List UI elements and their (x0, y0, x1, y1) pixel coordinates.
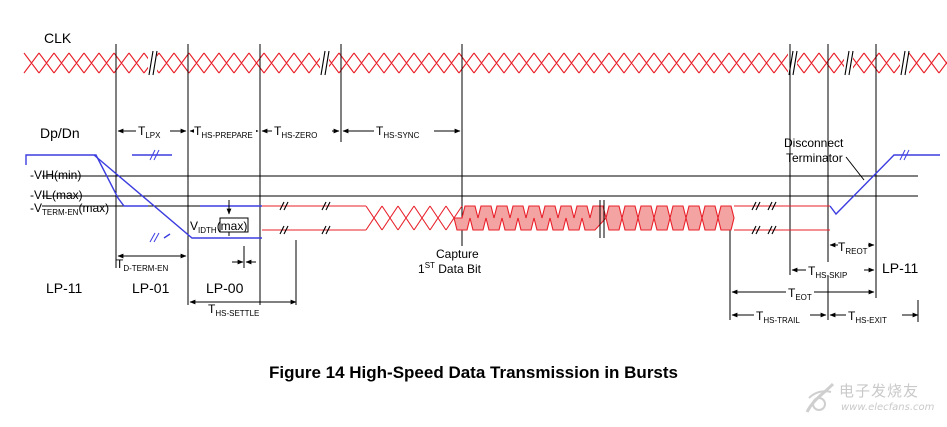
hs-data-burst-left (453, 205, 607, 231)
hs-break-mark (279, 201, 285, 211)
clk-break-mark (900, 50, 906, 76)
vidth-label: VIDTH(max) (190, 219, 247, 235)
tlpx-label: TLPX (138, 124, 161, 140)
clk-break-mark (324, 50, 330, 76)
clk-label: CLK (44, 30, 72, 46)
clk-crossings (23, 52, 947, 74)
hs-data-burst-right (605, 205, 735, 231)
hs-break-mark (279, 225, 285, 235)
hs-break-mark (755, 201, 761, 211)
teot-label: TEOT (788, 286, 812, 302)
hs-break-mark (321, 201, 327, 211)
terminator-label: Terminator (786, 151, 843, 165)
hs-break-mark (751, 225, 757, 235)
clk-break-gap (788, 49, 797, 77)
clk-break-gap (148, 49, 157, 77)
clk-break-mark (844, 50, 850, 76)
hs-break-mark (283, 225, 289, 235)
clk-break-gap (320, 49, 329, 77)
watermark-url: www.elecfans.com (841, 402, 935, 413)
clk-break-mark (152, 50, 158, 76)
state-lp11-right: LP-11 (882, 260, 919, 276)
clk-break-mark (148, 50, 154, 76)
watermark-logo-icon (805, 382, 835, 413)
hs-break-mark (751, 201, 757, 211)
hs-break-mark (767, 225, 773, 235)
hs-break-mark (767, 201, 773, 211)
vil-label: -VIL(max) (30, 188, 83, 202)
vterm-label: -VTERM-EN(max) (30, 201, 109, 217)
clk-waveform (23, 49, 947, 77)
level-lines (42, 175, 918, 207)
lp-waveform (25, 154, 940, 239)
ths-prepare-label: THS-PREPARE (194, 124, 253, 140)
figure-caption: Figure 14 High-Speed Data Transmission i… (268, 363, 679, 382)
first-data-bit-label: 1ST Data Bit (418, 261, 482, 276)
ths-zero-label: THS-ZERO (274, 124, 317, 140)
clk-break-mark (792, 50, 798, 76)
hs-sync-crossings (365, 205, 463, 231)
hs-break-mark (283, 201, 289, 211)
clk-break-mark (848, 50, 854, 76)
state-lp01: LP-01 (132, 280, 170, 296)
hs-break-mark (325, 201, 331, 211)
hs-break-mark (321, 225, 327, 235)
break-marks (149, 149, 910, 243)
timing-markers (115, 44, 877, 320)
capture-label: Capture (436, 247, 479, 261)
watermark: 电子发烧友 www.elecfans.com (803, 378, 938, 422)
hs-break-mark (771, 225, 777, 235)
hs-break-mark (755, 225, 761, 235)
ths-settle-label: THS-SETTLE (208, 302, 259, 318)
state-lp11-left: LP-11 (46, 280, 83, 296)
watermark-text: 电子发烧友 (839, 382, 920, 400)
top-timing-labels: TLPX THS-PREPARE THS-ZERO THS-SYNC (136, 122, 434, 140)
treot-label: TREOT (838, 240, 868, 256)
clk-break-mark (320, 50, 326, 76)
hs-break-mark (325, 225, 331, 235)
data-break (599, 200, 605, 238)
disconnect-label: Disconnect (784, 136, 844, 150)
dp-dn-label: Dp/Dn (40, 125, 80, 141)
bottom-left-arrows (117, 253, 297, 305)
hs-break-mark (771, 201, 777, 211)
td-term-en-label: TD-TERM-EN (116, 257, 168, 273)
right-timing-arrows (731, 242, 919, 318)
clk-break-gap (900, 49, 909, 77)
ths-exit-label: THS-EXIT (848, 309, 887, 325)
disconnect-pointer (845, 156, 865, 181)
clk-break-gap (844, 49, 853, 77)
ths-sync-label: THS-SYNC (376, 124, 420, 140)
state-lp00: LP-00 (206, 280, 244, 296)
clk-break-mark (904, 50, 910, 76)
ths-trail-label: THS-TRAIL (756, 309, 800, 325)
hs-data-waveform (262, 201, 830, 235)
vih-label: -VIH(min) (30, 168, 81, 182)
ths-skip-label: THS-SKIP (808, 264, 847, 280)
